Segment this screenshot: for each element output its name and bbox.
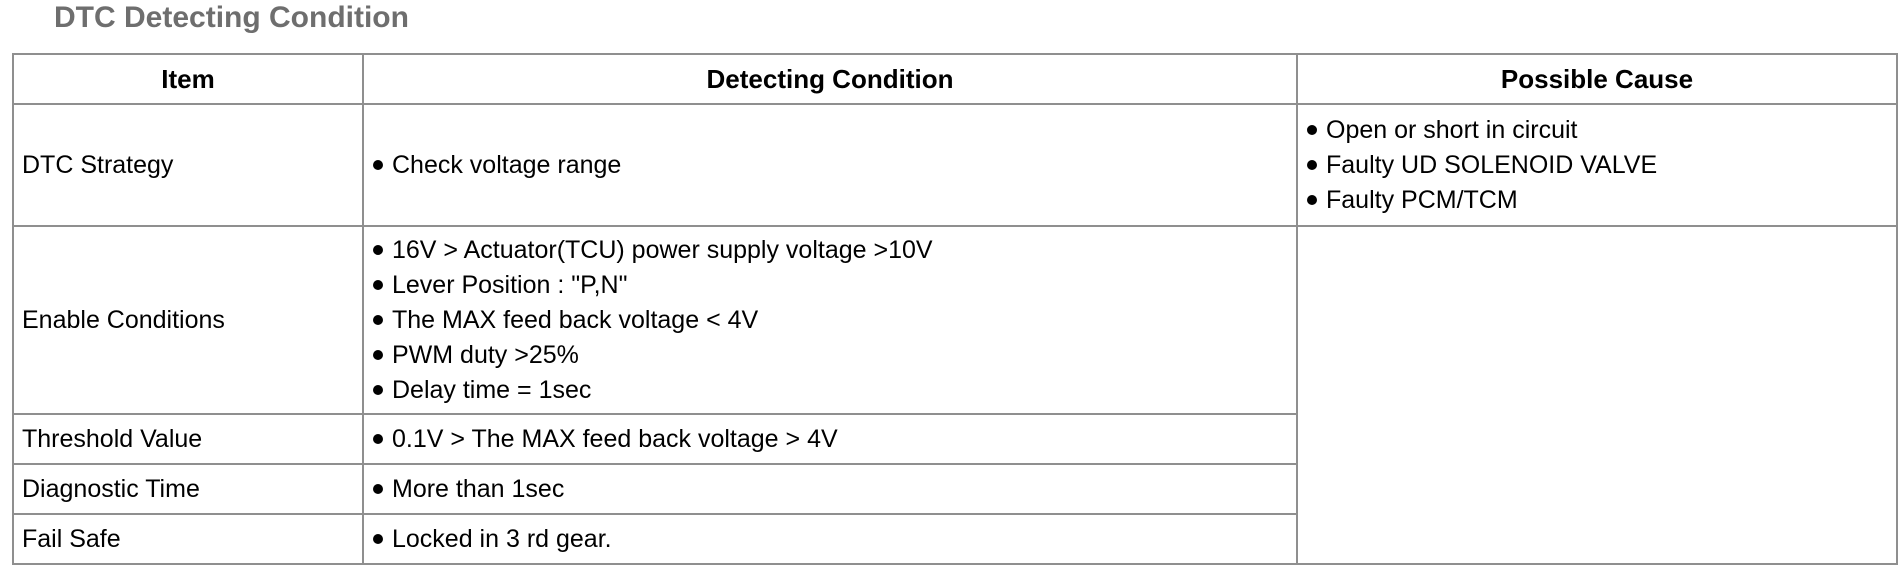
cause-text: Faulty UD SOLENOID VALVE [1326, 150, 1658, 179]
cause-text: Faulty PCM/TCM [1326, 185, 1518, 214]
item-cell: Enable Conditions [12, 225, 364, 415]
item-cell: DTC Strategy [12, 103, 364, 227]
condition-list: Check voltage range [373, 148, 1295, 183]
condition-text: Lever Position : "P,N" [392, 270, 628, 299]
bullet-icon [373, 245, 383, 255]
list-item: PWM duty >25% [373, 338, 1295, 373]
item-cell: Threshold Value [12, 413, 364, 465]
list-item: Check voltage range [373, 148, 1295, 183]
bullet-icon [373, 280, 383, 290]
condition-text: The MAX feed back voltage < 4V [392, 305, 759, 334]
list-item: Delay time = 1sec [373, 373, 1295, 408]
condition-cell: 16V > Actuator(TCU) power supply voltage… [362, 225, 1298, 415]
possible-cause-list: Open or short in circuit Faulty UD SOLEN… [1307, 113, 1895, 218]
condition-cell: Locked in 3 rd gear. [362, 513, 1298, 565]
condition-text: 16V > Actuator(TCU) power supply voltage… [392, 235, 933, 264]
bullet-icon [1307, 125, 1317, 135]
condition-text: More than 1sec [392, 474, 565, 503]
cause-text: Open or short in circuit [1326, 115, 1578, 144]
table-row-fail-safe: Fail Safe Locked in 3 rd gear. [12, 513, 1897, 565]
list-item: More than 1sec [373, 472, 1295, 507]
bullet-icon [373, 160, 383, 170]
condition-list: 16V > Actuator(TCU) power supply voltage… [373, 233, 1295, 408]
table-row-enable-conditions: Enable Conditions 16V > Actuator(TCU) po… [12, 225, 1898, 565]
list-item: Locked in 3 rd gear. [373, 522, 1295, 557]
condition-text: Locked in 3 rd gear. [392, 524, 612, 553]
condition-list: 0.1V > The MAX feed back voltage > 4V [373, 422, 1295, 457]
list-item: 16V > Actuator(TCU) power supply voltage… [373, 233, 1295, 268]
bullet-icon [373, 350, 383, 360]
condition-list: Locked in 3 rd gear. [373, 522, 1295, 557]
condition-list: More than 1sec [373, 472, 1295, 507]
list-item: Faulty PCM/TCM [1307, 183, 1895, 218]
condition-cell: More than 1sec [362, 463, 1298, 515]
table-row-diagnostic-time: Diagnostic Time More than 1sec [12, 463, 1897, 515]
table-row-threshold-value: Threshold Value 0.1V > The MAX feed back… [12, 413, 1897, 465]
dtc-condition-table: Item Detecting Condition Possible Cause … [12, 53, 1898, 565]
condition-cell: 0.1V > The MAX feed back voltage > 4V [362, 413, 1298, 465]
condition-text: 0.1V > The MAX feed back voltage > 4V [392, 424, 838, 453]
page-title: DTC Detecting Condition [54, 1, 409, 34]
bullet-icon [373, 315, 383, 325]
bullet-icon [373, 534, 383, 544]
condition-text: Delay time = 1sec [392, 375, 592, 404]
header-detecting-condition: Detecting Condition [362, 53, 1298, 105]
condition-text: Check voltage range [392, 150, 622, 179]
bullet-icon [1307, 160, 1317, 170]
list-item: 0.1V > The MAX feed back voltage > 4V [373, 422, 1295, 457]
list-item: Open or short in circuit [1307, 113, 1895, 148]
item-cell: Fail Safe [12, 513, 364, 565]
list-item: The MAX feed back voltage < 4V [373, 303, 1295, 338]
bullet-icon [373, 484, 383, 494]
header-item: Item [12, 53, 364, 105]
table-header-row: Item Detecting Condition Possible Cause [12, 53, 1898, 105]
bullet-icon [1307, 195, 1317, 205]
item-cell: Diagnostic Time [12, 463, 364, 515]
condition-cell: Check voltage range [362, 103, 1298, 227]
condition-text: PWM duty >25% [392, 340, 579, 369]
header-possible-cause: Possible Cause [1296, 53, 1898, 105]
table-row-dtc-strategy: DTC Strategy Check voltage range Open or… [12, 103, 1898, 227]
list-item: Faulty UD SOLENOID VALVE [1307, 148, 1895, 183]
bullet-icon [373, 385, 383, 395]
bullet-icon [373, 434, 383, 444]
list-item: Lever Position : "P,N" [373, 268, 1295, 303]
possible-cause-empty-cell [1296, 225, 1898, 565]
possible-cause-cell: Open or short in circuit Faulty UD SOLEN… [1296, 103, 1898, 227]
